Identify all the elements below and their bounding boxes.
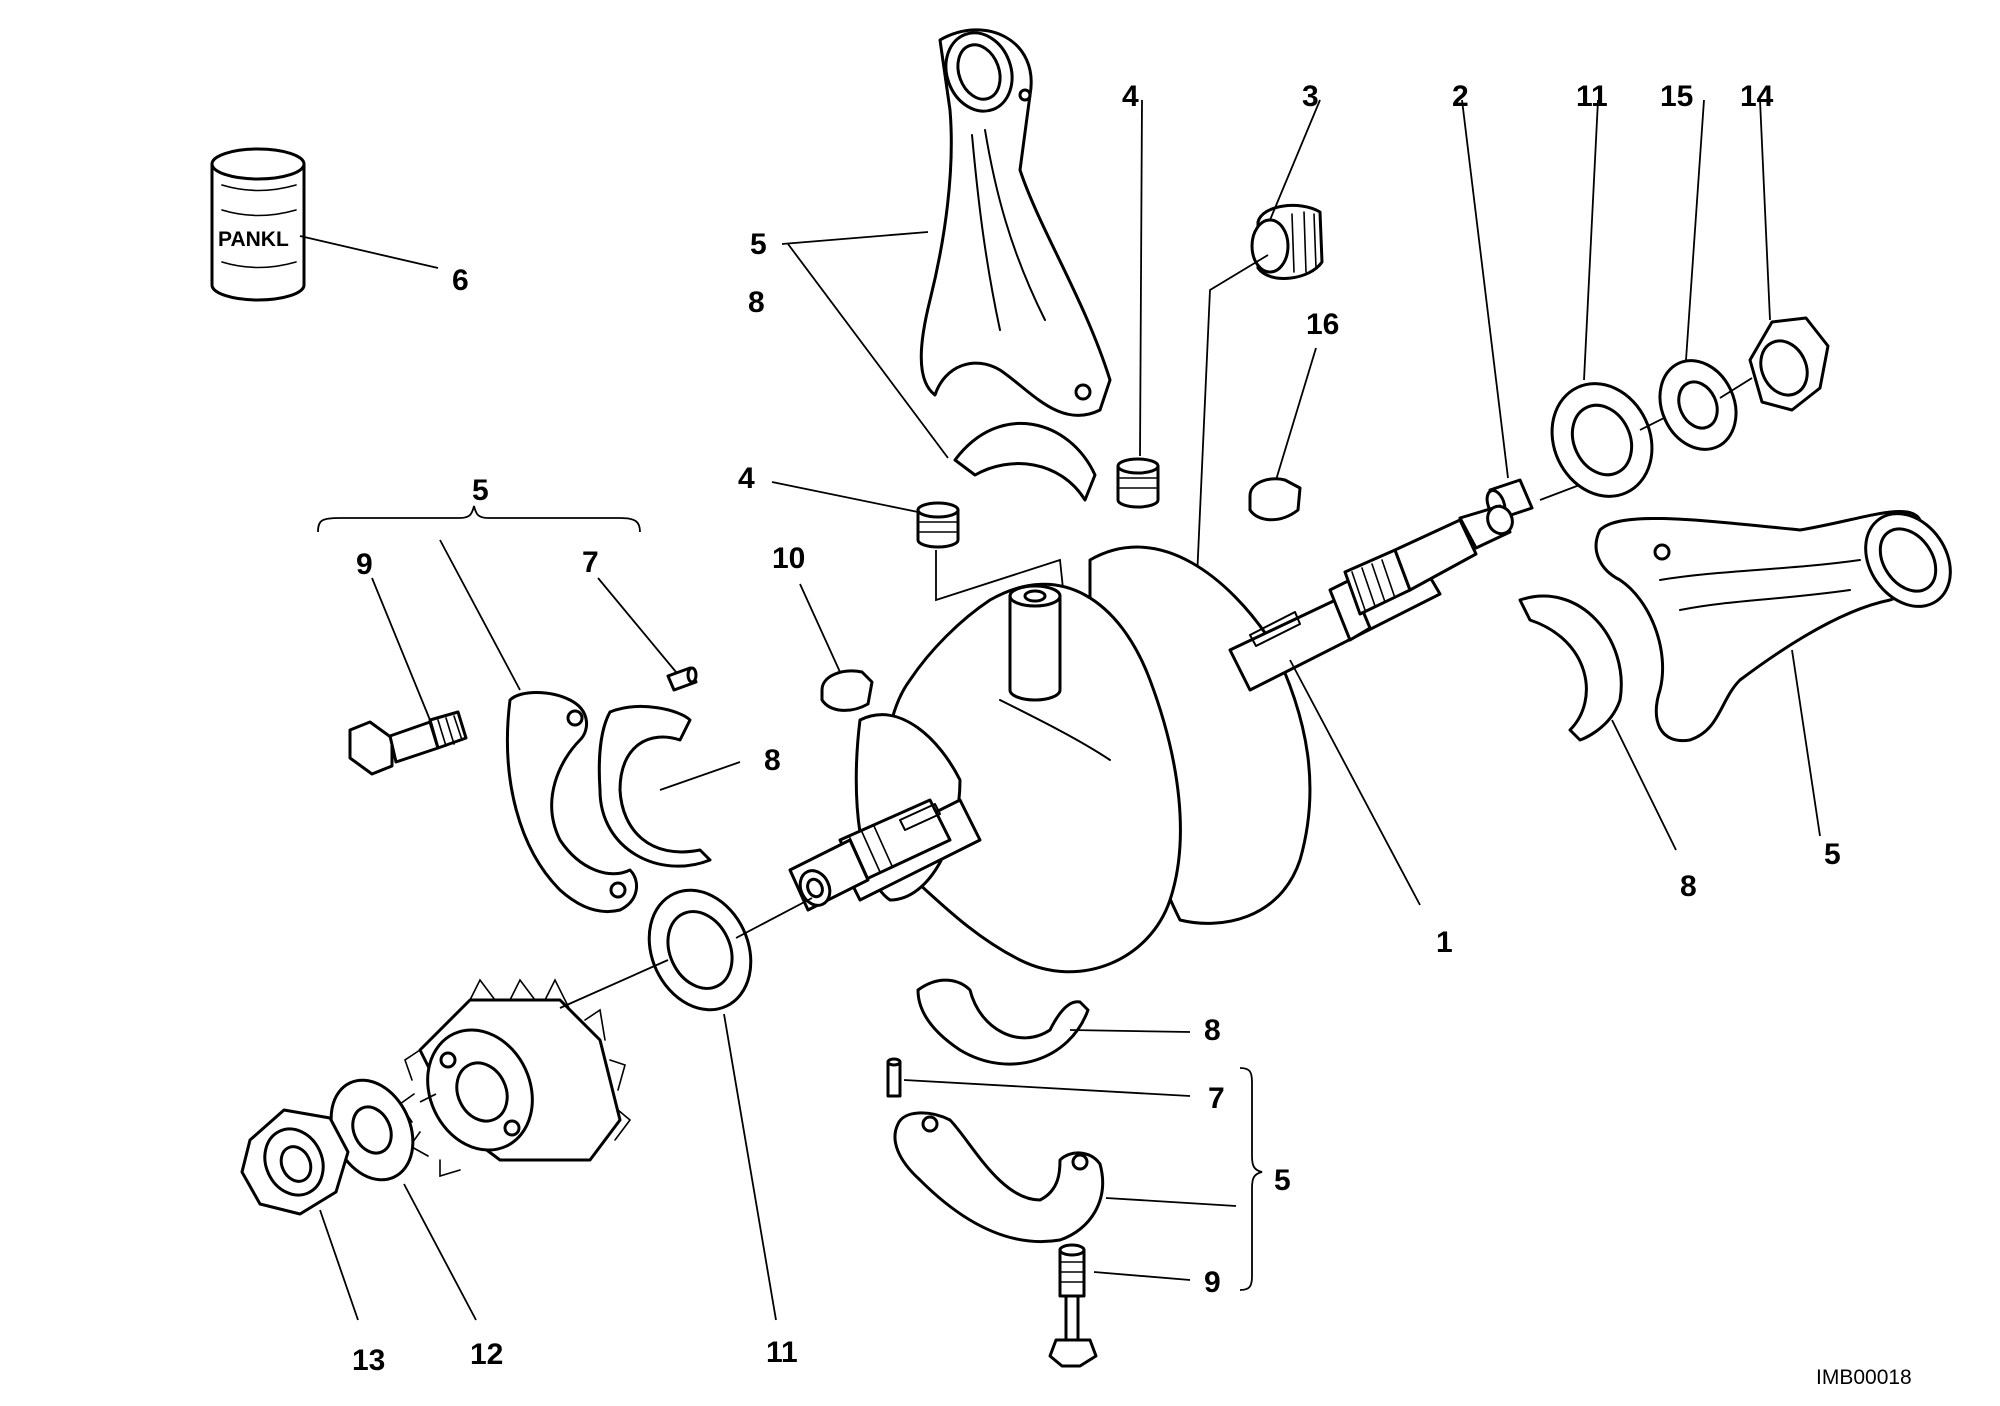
callout-8-left: 8 <box>764 744 781 777</box>
callout-9-bottom: 9 <box>1204 1266 1221 1299</box>
part-10-woodruff-key <box>820 669 874 712</box>
callout-14: 14 <box>1740 80 1774 113</box>
part-4-grub-screw-lower <box>916 501 960 549</box>
callout-8-right: 8 <box>1680 870 1697 903</box>
part-9-bolt-left <box>348 710 468 776</box>
part-11-washer-left <box>647 888 753 1012</box>
callout-8-top: 8 <box>748 286 765 319</box>
part-8-bearing-shell-left <box>597 705 712 868</box>
callout-10: 10 <box>772 542 805 575</box>
callout-2: 2 <box>1452 80 1469 113</box>
callout-11-left: 11 <box>766 1336 798 1369</box>
callout-9-left: 9 <box>356 548 373 581</box>
callout-8-bottom: 8 <box>1204 1014 1221 1047</box>
callout-15: 15 <box>1660 80 1693 113</box>
part-14-nut-right <box>1748 316 1830 412</box>
callout-11-right: 11 <box>1576 80 1608 113</box>
callout-4-lower: 4 <box>738 462 755 495</box>
callout-1: 1 <box>1436 926 1453 959</box>
part-5-bearing-cap-bottom <box>893 1111 1105 1243</box>
part-4-grub-screw-upper <box>1116 457 1160 509</box>
callout-13: 13 <box>352 1344 385 1377</box>
callout-5-top: 5 <box>750 228 767 261</box>
part-8-bearing-shell-right <box>1518 594 1623 742</box>
part-7-dowel-left <box>666 666 698 692</box>
part-5-connecting-rod-top <box>919 28 1112 417</box>
part-3-plug <box>1250 203 1324 280</box>
drawing-code: IMB00018 <box>1816 1366 1912 1389</box>
callout-4-upper: 4 <box>1122 80 1139 113</box>
callout-7-left: 7 <box>582 546 599 579</box>
callout-16: 16 <box>1306 308 1339 341</box>
part-6-pin-cylinder: PANKL <box>210 147 306 302</box>
part-8-bearing-shell-bottom <box>916 978 1090 1066</box>
callout-5-bottom: 5 <box>1274 1164 1291 1197</box>
part-15-washer <box>1658 359 1738 451</box>
part-5-connecting-rod-right <box>1594 509 1952 743</box>
part-8-bearing-shell-top <box>953 422 1097 502</box>
part-9-bolt-bottom <box>1048 1243 1098 1368</box>
part-7-dowel-bottom <box>886 1057 902 1098</box>
callout-7-bottom: 7 <box>1208 1082 1225 1115</box>
part-11-washer-right <box>1550 382 1654 498</box>
part-1-crankshaft <box>788 504 1514 974</box>
part-13-nut <box>240 1108 350 1216</box>
callout-5-left: 5 <box>472 474 489 507</box>
part-12-gear <box>398 978 632 1178</box>
callout-3: 3 <box>1302 80 1319 113</box>
part-5-bearing-cap-left <box>506 691 639 914</box>
part-16-woodruff-key <box>1248 477 1302 522</box>
callout-6: 6 <box>452 264 469 297</box>
callout-5-right: 5 <box>1824 838 1841 871</box>
callout-12: 12 <box>470 1338 503 1371</box>
pankl-marking: PANKL <box>218 228 289 251</box>
